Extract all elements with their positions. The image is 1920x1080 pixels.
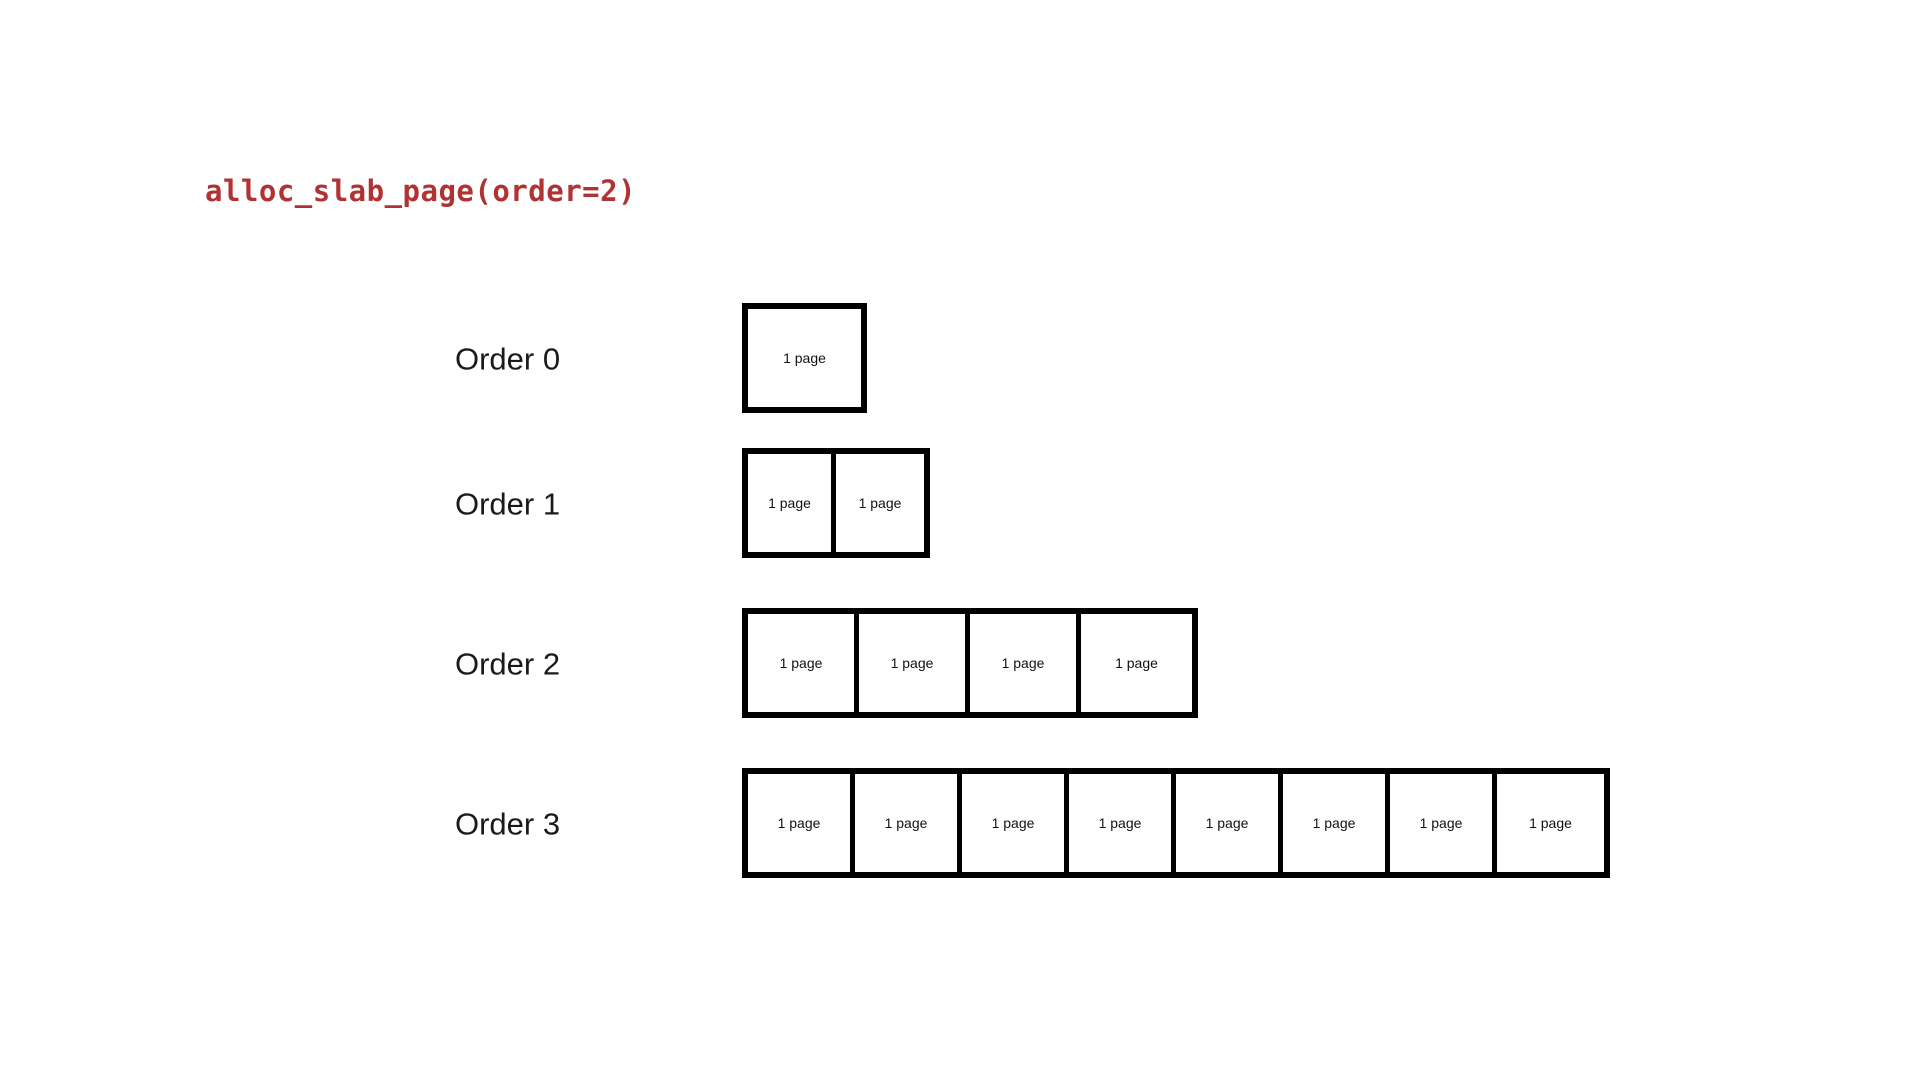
- page-cell: 1 page: [1081, 614, 1192, 712]
- order-label-1: Order 1: [455, 486, 561, 522]
- page-cell: 1 page: [1069, 774, 1176, 872]
- page-cell-label: 1 page: [779, 655, 823, 671]
- page-strip-order-3: 1 page 1 page 1 page 1 page 1 page 1 page 1 pa…: [742, 768, 1610, 878]
- page-cell-label: 1 page: [1115, 655, 1158, 671]
- page-strip-order-2: 1 page 1 page 1 page 1 page: [742, 608, 1198, 718]
- page-cell-label: 1 page: [1205, 815, 1249, 831]
- page-cell: 1 page: [859, 614, 970, 712]
- page-title: alloc_slab_page(order=2): [205, 174, 637, 208]
- page-cell: 1 page: [970, 614, 1081, 712]
- order-label-0: Order 0: [455, 341, 561, 377]
- page-cell: 1 page: [748, 614, 859, 712]
- page-cell: 1 page: [855, 774, 962, 872]
- page-cell-label: 1 page: [991, 815, 1035, 831]
- page-cell: 1 page: [836, 454, 924, 552]
- page-cell-label: 1 page: [890, 655, 934, 671]
- page-cell-label: 1 page: [783, 350, 826, 366]
- page-strip-order-0: 1 page: [742, 303, 867, 413]
- page-cell-label: 1 page: [1529, 815, 1572, 831]
- page-cell-label: 1 page: [858, 495, 902, 511]
- page-cell-label: 1 page: [1098, 815, 1142, 831]
- page-cell-label: 1 page: [1312, 815, 1356, 831]
- order-label-3: Order 3: [455, 806, 561, 842]
- page-cell: 1 page: [748, 774, 855, 872]
- page-cell: 1 page: [962, 774, 1069, 872]
- page-cell-label: 1 page: [1001, 655, 1045, 671]
- page-cell-label: 1 page: [777, 815, 821, 831]
- page-cell: 1 page: [748, 454, 836, 552]
- page-cell: 1 page: [1176, 774, 1283, 872]
- page-cell-label: 1 page: [884, 815, 928, 831]
- page-cell: 1 page: [1497, 774, 1604, 872]
- page-cell: 1 page: [1283, 774, 1390, 872]
- order-label-2: Order 2: [455, 646, 561, 682]
- page-cell: 1 page: [748, 309, 861, 407]
- page-cell-label: 1 page: [768, 495, 811, 511]
- page-strip-order-1: 1 page 1 page: [742, 448, 930, 558]
- page-cell: 1 page: [1390, 774, 1497, 872]
- page-cell-label: 1 page: [1419, 815, 1463, 831]
